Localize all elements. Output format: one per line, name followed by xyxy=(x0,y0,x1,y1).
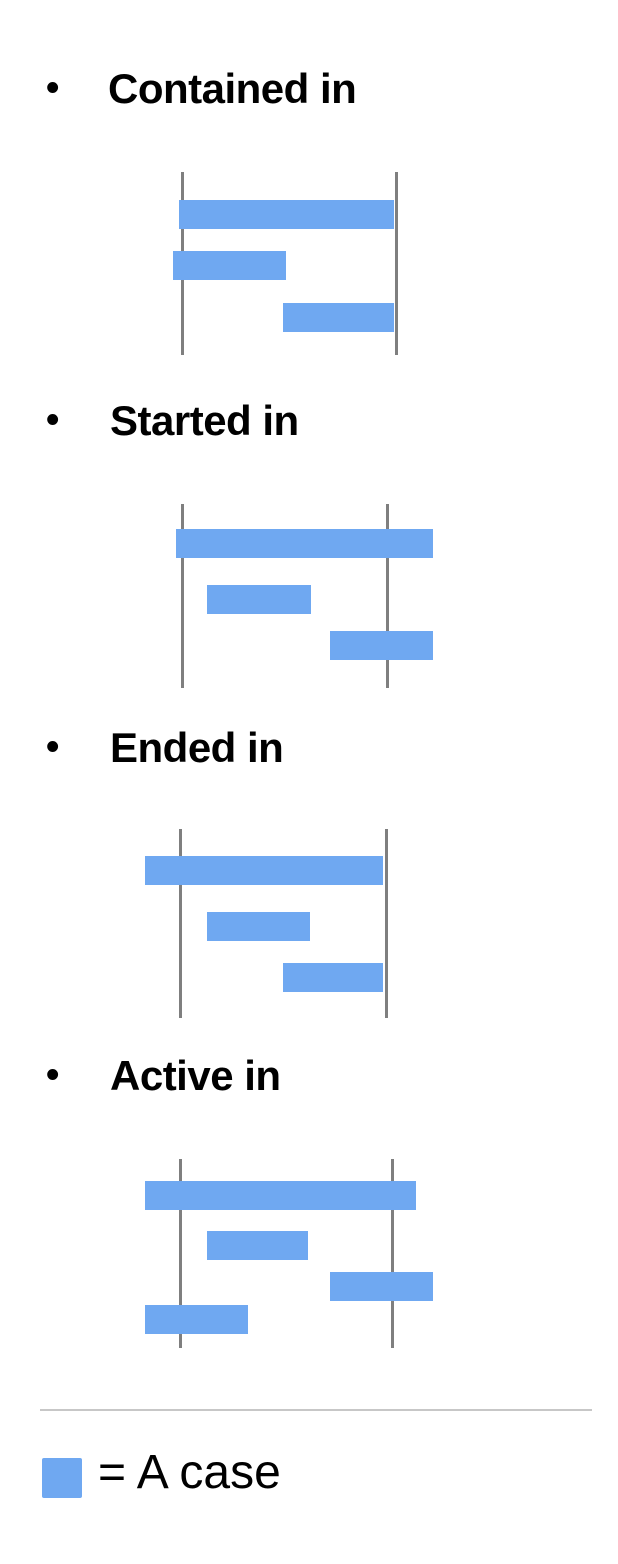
section-title: Active in xyxy=(110,1052,281,1099)
section-title: Contained in xyxy=(108,65,357,112)
bullet-icon: • xyxy=(46,726,60,768)
timeline-window-end-line xyxy=(386,504,389,688)
case-bar xyxy=(207,585,311,614)
section-title: Started in xyxy=(110,397,299,444)
timeline-window-start-line xyxy=(179,1159,182,1348)
case-bar xyxy=(283,963,383,992)
case-color-swatch-icon xyxy=(42,1458,82,1498)
case-bar xyxy=(283,303,394,332)
timeline-window-end-line xyxy=(391,1159,394,1348)
section-title: Ended in xyxy=(110,724,284,771)
timeline-window-end-line xyxy=(395,172,398,355)
timeline-window-start-line xyxy=(181,504,184,688)
timeline-window-start-line xyxy=(179,829,182,1018)
case-bar xyxy=(330,1272,433,1301)
case-bar xyxy=(173,251,286,280)
case-bar xyxy=(179,200,394,229)
case-bar xyxy=(207,1231,308,1260)
timeline-window-end-line xyxy=(385,829,388,1018)
case-bar xyxy=(145,856,383,885)
divider-line xyxy=(40,1409,592,1411)
legend-label: = A case xyxy=(98,1446,281,1499)
bullet-icon: • xyxy=(46,1054,60,1096)
case-bar xyxy=(176,529,433,558)
bullet-icon: • xyxy=(46,67,60,109)
case-bar xyxy=(207,912,310,941)
bullet-icon: • xyxy=(46,399,60,441)
case-bar xyxy=(145,1181,416,1210)
case-bar xyxy=(330,631,433,660)
case-bar xyxy=(145,1305,248,1334)
timeline-window-start-line xyxy=(181,172,184,355)
